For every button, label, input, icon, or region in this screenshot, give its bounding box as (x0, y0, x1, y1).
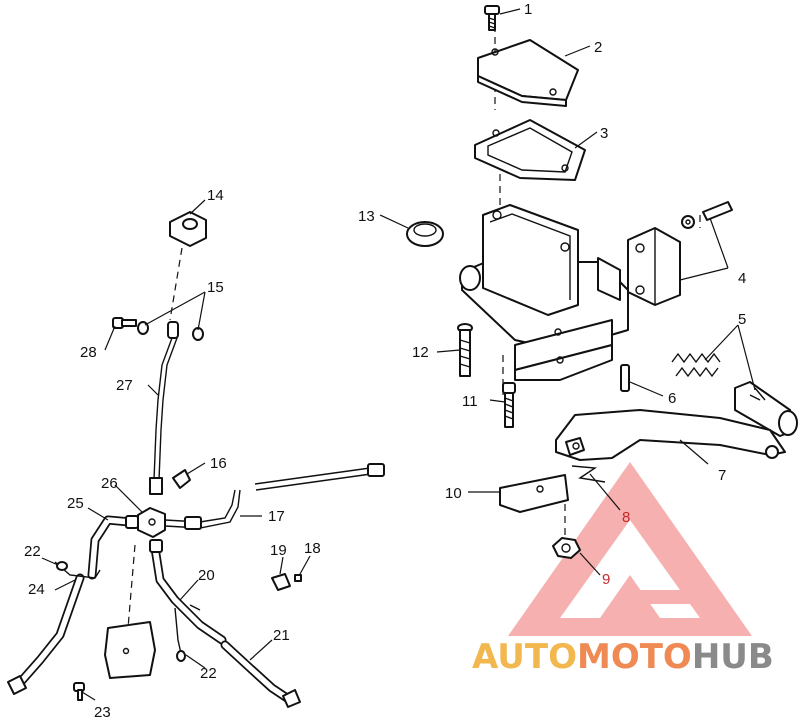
part-18-screw (294, 574, 302, 582)
callout-22-left: 22 (24, 543, 41, 560)
callout-12: 12 (412, 344, 429, 361)
callout-3: 3 (600, 125, 608, 142)
callout-14: 14 (207, 187, 224, 204)
callout-20: 20 (198, 567, 215, 584)
part-26-junction-block (137, 507, 166, 538)
callout-labels: 1 2 3 4 5 6 7 8 9 10 11 12 13 14 15 16 1… (24, 1, 746, 719)
watermark-auto: AUTOMOTOHUB (472, 637, 774, 677)
part-4-clamp (627, 201, 733, 306)
part-21-hose (220, 640, 301, 708)
part-9-nut (552, 537, 581, 559)
callout-22-right: 22 (200, 665, 217, 682)
watermark-text: AUTOMOTOHUB (472, 637, 774, 677)
callout-2: 2 (594, 39, 602, 56)
callout-18: 18 (304, 540, 321, 557)
watermark-logo (508, 462, 752, 636)
part-10-bracket (499, 474, 569, 513)
callout-7: 7 (718, 467, 726, 484)
part-8-clip (571, 465, 606, 483)
watermark-part-1: AUTO (472, 637, 577, 677)
part-23-plate (73, 621, 156, 701)
part-16-bleeder (172, 469, 191, 489)
part-2-cover (477, 39, 579, 107)
watermark-part-2: MOTO (577, 637, 692, 677)
callout-23: 23 (94, 704, 111, 719)
part-17-brake-line (164, 463, 385, 530)
callout-4: 4 (738, 270, 746, 287)
callout-16: 16 (210, 455, 227, 472)
callout-1: 1 (524, 1, 532, 18)
part-28-bolt (112, 317, 137, 329)
callout-25: 25 (67, 495, 84, 512)
callout-21: 21 (273, 627, 290, 644)
leader-lines (41, 8, 756, 701)
part-14-fitting (169, 211, 207, 247)
callout-5: 5 (738, 311, 746, 328)
part-3-diaphragm (474, 119, 586, 181)
callout-26: 26 (101, 475, 118, 492)
callout-6: 6 (668, 390, 676, 407)
callout-11: 11 (462, 393, 478, 410)
callout-24: 24 (28, 581, 45, 598)
callout-9: 9 (602, 571, 610, 588)
callout-28: 28 (80, 344, 97, 361)
master-cylinder-body (459, 204, 629, 381)
part-19-clip (271, 573, 291, 591)
callout-27: 27 (116, 377, 133, 394)
part-15-washers (137, 321, 204, 341)
part-22-clip-right (174, 604, 201, 662)
part-22-clip-left (54, 561, 101, 579)
part-12-bolt (457, 323, 473, 377)
part-6-pin (620, 364, 630, 392)
part-13-boot (406, 221, 444, 247)
part-20-hose (149, 539, 227, 645)
part-24-hose (7, 573, 85, 695)
callout-13: 13 (358, 208, 375, 225)
part-11-bolt (502, 382, 516, 428)
part-25-hose (87, 515, 139, 580)
callout-10: 10 (445, 485, 462, 502)
part-5-piston (671, 352, 798, 437)
part-7-lever (555, 409, 786, 461)
callout-15: 15 (207, 279, 224, 296)
part-1-screw (484, 5, 500, 31)
callout-17: 17 (268, 508, 285, 525)
callout-8: 8 (622, 509, 630, 526)
part-27-brake-line (149, 337, 178, 495)
watermark-part-3: HUB (692, 637, 774, 677)
callout-19: 19 (270, 542, 287, 559)
